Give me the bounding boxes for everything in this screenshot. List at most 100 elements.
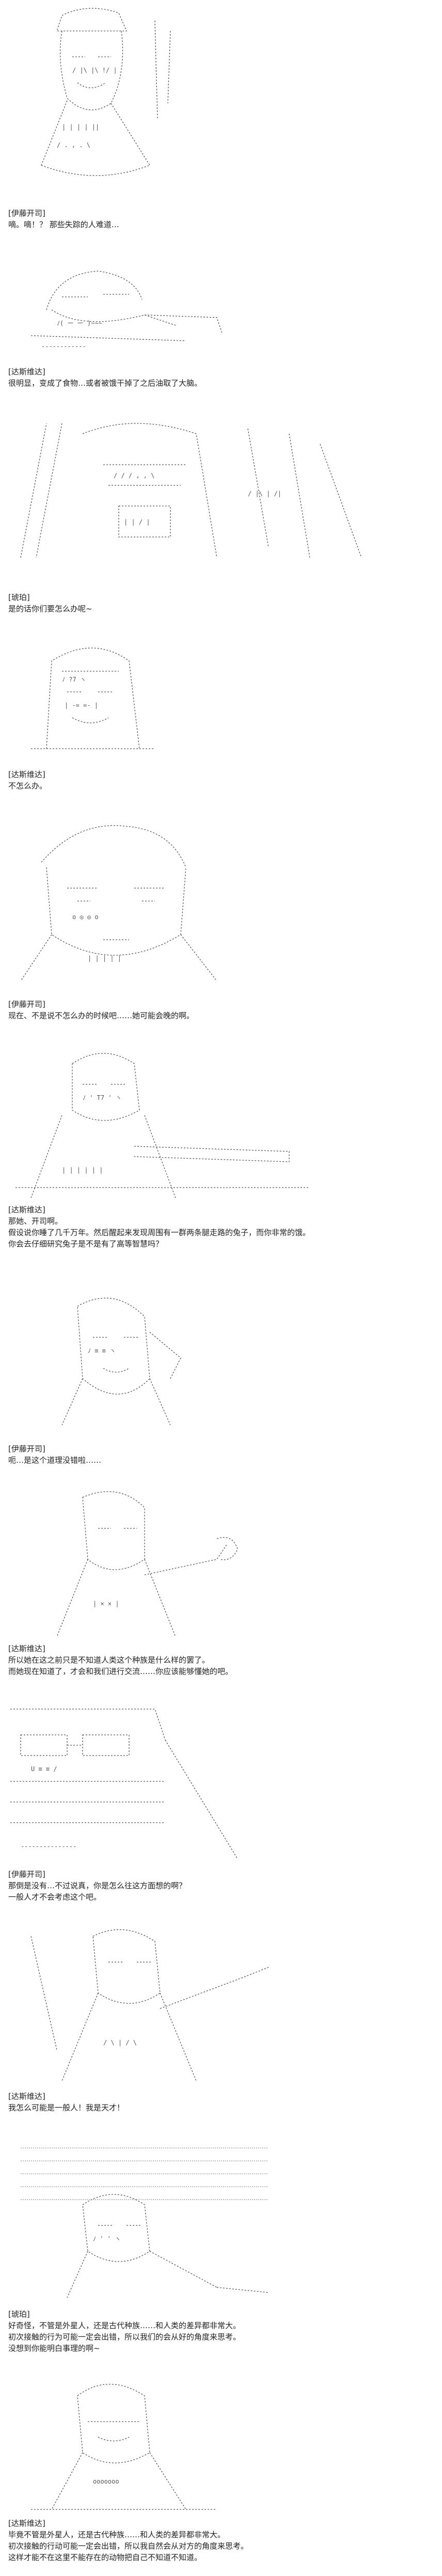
dialogue-line: 你会去仔细研究兔子是不是有了高等智慧吗？	[8, 1239, 164, 1249]
art-1-drawing: / |\ |\ !/ | | | | | || / . , . \	[41, 8, 171, 176]
svg-text:ﾉ ≡ ≡ ヽ: ﾉ ≡ ≡ ヽ	[88, 1347, 116, 1354]
ascii-art-man-leaning-head: ﾉ ≡ ≡ ヽ	[0, 1275, 442, 1430]
speaker-label: [达斯维达]	[8, 770, 45, 779]
speaker-label: [达斯维达]	[8, 1644, 45, 1653]
dialogue-line: 嘀。嘀！？ 那些失踪的人难道…	[8, 220, 119, 229]
art-3-drawing: / / / , , \ | | / | / |\ | /|	[20, 423, 362, 558]
svg-text:/ |\ | /|: / |\ | /|	[248, 490, 281, 497]
speaker-label: [琥珀]	[8, 593, 30, 602]
svg-text:‐‐‐‐‐‐‐‐‐‐‐‐‐‐‐: ‐‐‐‐‐‐‐‐‐‐‐‐‐‐‐	[21, 1843, 76, 1850]
svg-text:ﾉ ' ' ヽ: ﾉ ' ' ヽ	[93, 2235, 121, 2242]
dialogue-line: 这样才能不在这里不能存在的动物把自己不知道不知道。	[8, 2553, 202, 2562]
speaker-label: [伊藤开司]	[8, 1000, 45, 1009]
panel-8: | × × | [达斯维达] 所以她在这之前只是不知道人类这个种族是什么样的罢了…	[0, 1472, 442, 1699]
art-12-drawing: ooooooo	[31, 2383, 217, 2510]
ascii-art-hooded-figure: ﾉ ?7 ヽ | -= =- |	[0, 630, 442, 754]
ascii-art-person-with-backdrop: ﾉ ' ' ヽ	[0, 2132, 442, 2303]
speaker-label: [伊藤开司]	[8, 1444, 45, 1453]
panel-12: ooooooo [达斯维达] 毕竟不管是外星人，还是古代种族……和人类的差异都非…	[0, 2365, 442, 2576]
art-6-drawing: ﾉ ' T7 ' ヽ | | | | | |	[15, 1053, 310, 1198]
ascii-art-man-pointing: / \ | / \	[0, 1916, 442, 2086]
dialogue-line: 我怎么可能是一般人！我是天才！	[8, 2103, 125, 2112]
dialogue-line: 不怎么办。	[8, 781, 48, 791]
svg-text:U ≡ ≡ /: U ≡ ≡ /	[31, 1765, 57, 1773]
ascii-art-man-with-hat-smiling: / |\ |\ !/ | | | | | || / . , . \	[0, 0, 442, 196]
speaker-label: [达斯维达]	[8, 2519, 45, 2528]
ascii-art-man-with-glasses: U ≡ ≡ / ‐‐‐‐‐‐‐‐‐‐‐‐‐‐‐	[0, 1699, 442, 1869]
svg-text:ﾉ( ー ー )~~~: ﾉ( ー ー )~~~	[57, 320, 102, 327]
dialogue-block: [伊藤开司] 呃…是这个道理没错啦……	[8, 1443, 432, 1466]
svg-text:/ |\ |\ !/ |: / |\ |\ !/ |	[72, 67, 117, 74]
dialogue-block: [达斯维达] 很明显，变成了食物…或者被饿干掉了之后油取了大脑。	[8, 366, 432, 389]
dialogue-line: 假设说你睡了几千万年。然后醒起来发现周围有一群两条腿走路的兔子，而你非常的饿。	[8, 1228, 311, 1237]
dialogue-line: 初次接触的行动可能一定会出错，所以我自然会从对方的角度来思考。	[8, 2541, 249, 2551]
dialogue-block: [伊藤开司] 现在、不是说不怎么办的时候吧……她可能会晚的啊。	[8, 999, 432, 1021]
dialogue-block: [达斯维达] 我怎么可能是一般人！我是天才！	[8, 2091, 432, 2113]
dialogue-block: [伊藤开司] 那倒是没有…不过说真，你是怎么往这方面想的啊？ 一般人才不会考虑这…	[8, 1869, 432, 1903]
svg-text:ooooooo: ooooooo	[93, 2478, 119, 2485]
panel-9: U ≡ ≡ / ‐‐‐‐‐‐‐‐‐‐‐‐‐‐‐ [伊藤开司] 那倒是没有…不过说…	[0, 1699, 442, 1916]
speaker-label: [达斯维达]	[8, 2092, 45, 2101]
dialogue-block: [达斯维达] 不怎么办。	[8, 769, 432, 792]
svg-text:o ◎ ◎ o: o ◎ ◎ o	[72, 913, 99, 921]
panel-10: / \ | / \ [达斯维达] 我怎么可能是一般人！我是天才！	[0, 1916, 442, 2132]
svg-text:| | | | | |: | | | | | |	[62, 1166, 103, 1174]
svg-text:| | / |: | | / |	[124, 518, 150, 526]
speaker-label: [达斯维达]	[8, 367, 45, 376]
svg-text:| × × |: | × × |	[93, 1600, 119, 1607]
dialogue-block: [达斯维达] 那她、开司啊。 假设说你睡了几千万年。然后醒起来发现周围有一群两条…	[8, 1204, 432, 1250]
dialogue-line: 是的话你们要怎么办呢~	[8, 604, 92, 613]
dialogue-line: 毕竟不管是外星人，还是古代种族……和人类的差异都非常大。	[8, 2530, 226, 2539]
dialogue-line: 呃…是这个道理没错啦……	[8, 1456, 102, 1465]
svg-text:| | | | ||: | | | | ||	[62, 123, 99, 131]
speaker-label: [达斯维达]	[8, 1205, 45, 1214]
dialogue-line: 初次接触的行为可能一定会出错，所以我们的会从好的角度来思考。	[8, 2332, 241, 2342]
dialogue-line: 所以她在这之前只是不知道人类这个种族是什么样的罢了。	[8, 1655, 210, 1665]
svg-text:| | | | |: | | | | |	[88, 955, 121, 962]
panel-11: ﾉ ' ' ヽ [琥珀] 好奇怪，不管是外星人，还是古代种族……和人类的差异都非…	[0, 2132, 442, 2365]
art-10-drawing: / \ | / \	[30, 1929, 269, 2081]
svg-text:/ . , . \: / . , . \	[57, 141, 90, 149]
speaker-label: [伊藤开司]	[8, 209, 45, 218]
speaker-label: [琥珀]	[8, 2310, 30, 2319]
panel-3: / / / , , \ | | / | / |\ | /| [琥珀] 是的话你们…	[0, 403, 442, 630]
svg-text:/ / / , , \: / / / , , \	[114, 472, 154, 479]
art-5-drawing: o ◎ ◎ o | | | | |	[20, 825, 217, 982]
dialogue-line: 好奇怪，不管是外星人，还是古代种族……和人类的差异都非常大。	[8, 2321, 241, 2330]
panel-2: ﾉ( ー ー )~~~ ‐‐‐‐‐‐‐‐‐‐‐‐ [达斯维达] 很明显，变成了食…	[0, 248, 442, 403]
ascii-art-shocked-man-closeup: o ◎ ◎ o | | | | |	[0, 805, 442, 986]
ascii-art-man-raising-fist: | × × |	[0, 1472, 442, 1642]
dialogue-line: 一般人才不会考虑这个吧。	[8, 1892, 102, 1902]
dialogue-block: [琥珀] 好奇怪，不管是外星人，还是古代种族……和人类的差异都非常大。 初次接触…	[8, 2309, 432, 2354]
dialogue-block: [琥珀] 是的话你们要怎么办呢~	[8, 592, 432, 614]
dialogue-line: 很明显，变成了食物…或者被饿干掉了之后油取了大脑。	[8, 378, 202, 388]
panel-5: o ◎ ◎ o | | | | | [伊藤开司] 现在、不是说不怎么办的时候吧……	[0, 805, 442, 1033]
ascii-art-helmeted-figure: ooooooo	[0, 2365, 442, 2515]
panel-4: ﾉ ?7 ヽ | -= =- | [达斯维达] 不怎么办。	[0, 630, 442, 805]
panel-6: ﾉ ' T7 ' ヽ | | | | | | [达斯维达] 那她、开司啊。 假设…	[0, 1033, 442, 1275]
dialogue-line: 现在、不是说不怎么办的时候吧……她可能会晚的啊。	[8, 1011, 195, 1020]
dialogue-line: 而她现在知道了，才会和我们进行交流……你应该能够懂她的吧。	[8, 1667, 233, 1676]
dialogue-block: [伊藤开司] 嘀。嘀！？ 那些失踪的人难道…	[8, 208, 432, 230]
dialogue-line: 那倒是没有…不过说真，你是怎么往这方面想的啊？	[8, 1881, 187, 1890]
dialogue-block: [达斯维达] 毕竟不管是外星人，还是古代种族……和人类的差异都非常大。 初次接触…	[8, 2518, 432, 2563]
speaker-label: [伊藤开司]	[8, 1870, 45, 1879]
art-2-drawing: ﾉ( ー ー )~~~ ‐‐‐‐‐‐‐‐‐‐‐‐	[30, 271, 223, 350]
art-4-drawing: ﾉ ?7 ヽ | -= =- |	[31, 647, 155, 749]
svg-text:ﾉ ' T7 ' ヽ: ﾉ ' T7 ' ヽ	[83, 1094, 122, 1101]
svg-text:/ \ | / \: / \ | / \	[103, 2039, 137, 2046]
ascii-art-group-of-figures: / / / , , \ | | / | / |\ | /|	[0, 403, 442, 578]
dialogue-line: 那她、开司啊。	[8, 1216, 63, 1226]
svg-text:‐‐‐‐‐‐‐‐‐‐‐‐: ‐‐‐‐‐‐‐‐‐‐‐‐	[41, 343, 86, 350]
panel-7: ﾉ ≡ ≡ ヽ [伊藤开司] 呃…是这个道理没错啦……	[0, 1275, 442, 1472]
art-8-drawing: | × × |	[56, 1491, 238, 1637]
panel-1: / |\ |\ !/ | | | | | || / . , . \ [伊藤开司]…	[0, 0, 442, 248]
dialogue-block: [达斯维达] 所以她在这之前只是不知道人类这个种族是什么样的罢了。 而她现在知道…	[8, 1643, 432, 1677]
ascii-art-man-lying-down: ﾉ( ー ー )~~~ ‐‐‐‐‐‐‐‐‐‐‐‐	[0, 248, 442, 361]
dialogue-line: 没想到你能明白事理的啊~	[8, 2344, 100, 2353]
art-9-drawing: U ≡ ≡ / ‐‐‐‐‐‐‐‐‐‐‐‐‐‐‐	[10, 1709, 238, 1859]
art-7-drawing: ﾉ ≡ ≡ ヽ	[61, 1298, 181, 1426]
svg-text:| -= =- |: | -= =- |	[65, 702, 98, 709]
art-11-drawing: ﾉ ' ' ヽ	[21, 2147, 269, 2298]
